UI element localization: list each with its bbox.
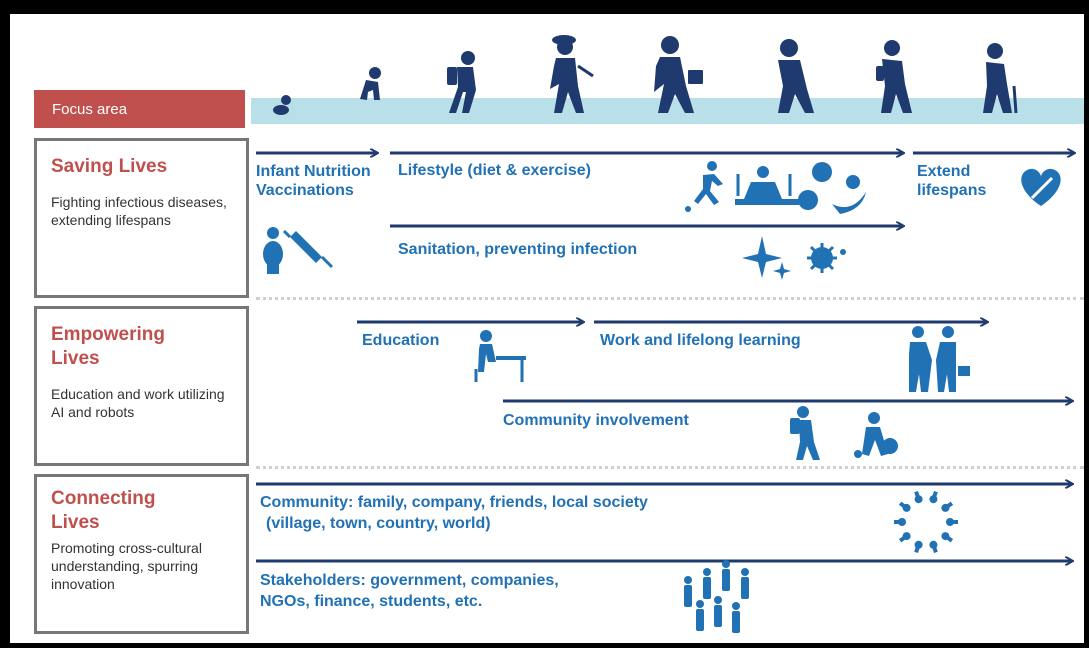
student-icon — [447, 51, 476, 113]
empowering-lives-card: Empowering Lives Education and work util… — [34, 306, 249, 466]
student-at-desk-icon — [474, 330, 526, 382]
pregnant-woman-icon — [263, 227, 283, 274]
sparkle-clean-icon — [742, 236, 791, 280]
middle-aged-icon — [778, 39, 814, 113]
person-body — [944, 501, 954, 510]
diagram-frame: Focus area Saving Lives Fighting infecti… — [10, 14, 1084, 643]
stakeholders-label: Stakeholders: government, companies, — [260, 572, 559, 589]
baby-icon — [273, 95, 291, 115]
crawling-child-icon — [360, 67, 381, 100]
person-body — [931, 490, 938, 500]
fruits-icon — [798, 162, 866, 214]
community-network-label-line-2: (village, town, country, world) — [266, 515, 491, 532]
connecting-lives-description: Promoting cross-cultural understanding, … — [51, 540, 202, 592]
sanitation-label: Sanitation, preventing infection — [398, 241, 638, 258]
connecting-lives-card: Connecting Lives Promoting cross-cultura… — [34, 474, 249, 634]
running-person-icon — [685, 161, 723, 212]
focus-area-label: Focus area — [34, 90, 245, 128]
elder-with-cane-icon — [983, 43, 1018, 114]
work-lifelong-learning-label: Work and lifelong learning — [600, 332, 801, 349]
row-divider — [256, 466, 1084, 469]
lifestyle-label: Lifestyle (diet & exercise) — [398, 162, 591, 179]
person-body — [944, 534, 954, 543]
stakeholders-network-icon — [684, 560, 749, 633]
person-body — [914, 490, 921, 500]
infant-nutrition-label: Infant Nutrition Vaccinations — [256, 163, 371, 199]
empowering-lives-title: Empowering Lives — [51, 324, 166, 369]
focus-area-text: Focus area — [52, 101, 128, 118]
person-body — [898, 534, 908, 543]
row-divider — [256, 297, 1084, 300]
connecting-lives-title: Connecting Lives — [51, 488, 156, 533]
person-body — [914, 544, 921, 554]
saving-lives-description: Fighting infectious diseases, extending … — [51, 194, 227, 228]
empowering-lives-description: Education and work utilizing AI and robo… — [51, 386, 225, 420]
extend-lifespans-label: Extend lifespans — [917, 163, 987, 199]
community-network-label: Community: family, company, friends, loc… — [260, 494, 648, 511]
volunteer-cleanup-icon — [854, 412, 898, 458]
saving-lives-title: Saving Lives — [51, 156, 168, 177]
elder-icon — [876, 40, 912, 113]
syringe-icon — [282, 229, 334, 269]
education-label: Education — [362, 332, 440, 349]
saving-lives-card: Saving Lives Fighting infectious disease… — [34, 138, 249, 298]
people-circle-icon — [894, 490, 958, 554]
diagram-graphics — [256, 35, 1084, 633]
hiker-icon — [790, 406, 820, 460]
heart-arrow-icon — [1021, 168, 1061, 206]
worker-icon — [654, 36, 703, 113]
stakeholders-label-line-2: NGOs, finance, students, etc. — [260, 593, 483, 610]
eating-person-icon — [735, 166, 799, 205]
person-body — [898, 501, 908, 510]
young-adult-icon — [550, 35, 594, 113]
handshake-icon — [909, 326, 970, 392]
person-body — [931, 544, 938, 554]
community-involvement-label: Community involvement — [503, 412, 689, 429]
germ-icon — [807, 243, 846, 273]
